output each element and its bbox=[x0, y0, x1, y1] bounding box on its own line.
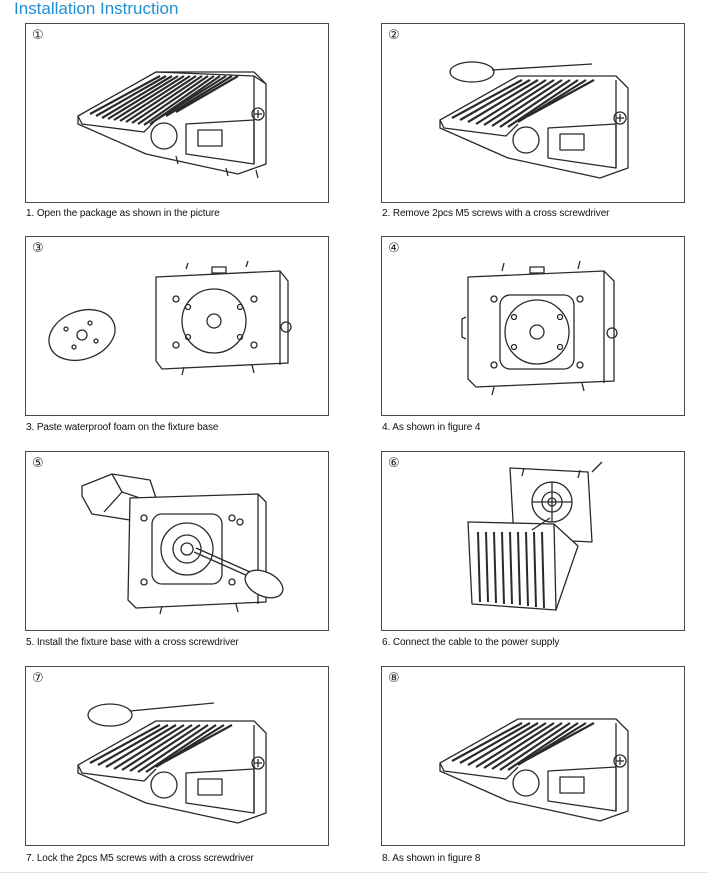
step-6-number: ⑥ bbox=[388, 456, 400, 471]
step-5-number: ⑤ bbox=[32, 456, 44, 471]
step-1-figure-panel: ① bbox=[25, 23, 329, 203]
step-4-figure-panel: ④ bbox=[381, 236, 685, 416]
screwdriver-removing-screws-drawing bbox=[439, 61, 629, 179]
step-8-figure-panel: ⑧ bbox=[381, 666, 685, 846]
step-2-caption: 2. Remove 2pcs M5 screws with a cross sc… bbox=[382, 208, 610, 219]
base-with-foam-drawing bbox=[461, 260, 618, 396]
step-7-number: ⑦ bbox=[32, 671, 44, 686]
connect-cable-drawing bbox=[467, 461, 603, 611]
step-5-figure-panel: ⑤ bbox=[25, 451, 329, 631]
step-6-figure-panel: ⑥ bbox=[381, 451, 685, 631]
step-8-number: ⑧ bbox=[388, 671, 400, 686]
step-7-caption: 7. Lock the 2pcs M5 screws with a cross … bbox=[26, 853, 254, 864]
screwdriver-locking-screws-drawing bbox=[77, 702, 267, 824]
step-2-figure-panel: ② bbox=[381, 23, 685, 203]
step-7-figure-panel: ⑦ bbox=[25, 666, 329, 846]
page-bottom-divider bbox=[0, 872, 708, 873]
installed-wall-pack-drawing bbox=[439, 718, 629, 822]
step-3-figure-panel: ③ bbox=[25, 236, 329, 416]
wall-pack-light-drawing bbox=[77, 71, 267, 179]
step-4-number: ④ bbox=[388, 241, 400, 256]
step-5-caption: 5. Install the fixture base with a cross… bbox=[26, 637, 239, 648]
install-base-on-junction-box-drawing bbox=[81, 473, 284, 615]
step-2-number: ② bbox=[388, 28, 400, 43]
page-title: Installation Instruction bbox=[14, 0, 179, 18]
waterproof-foam-and-base-drawing bbox=[48, 260, 292, 376]
step-1-number: ① bbox=[32, 28, 44, 43]
step-6-caption: 6. Connect the cable to the power supply bbox=[382, 637, 560, 648]
step-3-caption: 3. Paste waterproof foam on the fixture … bbox=[26, 422, 219, 433]
step-3-number: ③ bbox=[32, 241, 44, 256]
step-4-caption: 4. As shown in figure 4 bbox=[382, 422, 481, 433]
step-1-caption: 1. Open the package as shown in the pict… bbox=[26, 208, 220, 219]
step-8-caption: 8. As shown in figure 8 bbox=[382, 853, 481, 864]
